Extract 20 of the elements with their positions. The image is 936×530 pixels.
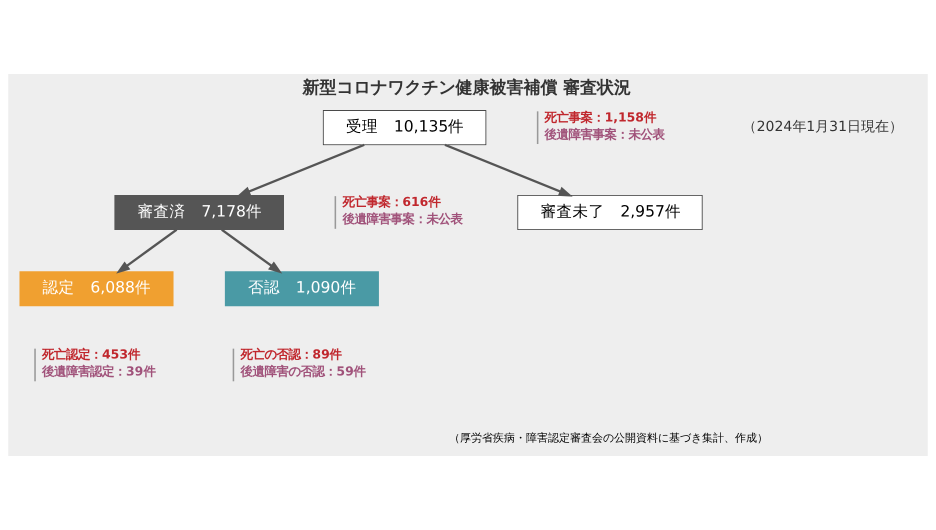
node-label: 後遺障害の否認：59件	[240, 364, 366, 379]
node-label: 後遺障害認定：39件	[42, 364, 156, 379]
node-label: 死亡認定：453件	[42, 346, 140, 362]
node-box: 否認 1,090件	[224, 271, 379, 306]
arrow	[444, 144, 573, 197]
arrow	[221, 228, 282, 274]
node-box: 審査済 7,178件	[114, 194, 284, 230]
label: （2024年1月31日現在）	[742, 119, 903, 136]
node-label: 死亡事案：1,158件	[544, 109, 656, 124]
arrow	[236, 144, 365, 197]
caption: （厚労省疾病・障害認定審査会の公開資料に基づき集計、作成）	[448, 431, 768, 444]
node-label: 後遺障害事案：未公表	[544, 126, 665, 142]
diagram-title: 新型コロナワクチン健康被害補償 審査状況	[302, 78, 632, 98]
node-box: 審査未了 2,957件	[517, 194, 703, 230]
node-box: 受理 10,135件	[322, 110, 486, 146]
arrow	[116, 228, 178, 274]
node-label: 死亡事案：616件	[342, 194, 440, 210]
node-label: 死亡の否認：89件	[240, 346, 342, 362]
node-box: 認定 6,088件	[19, 271, 174, 306]
node-label: 後遺障害事案：未公表	[342, 211, 462, 226]
